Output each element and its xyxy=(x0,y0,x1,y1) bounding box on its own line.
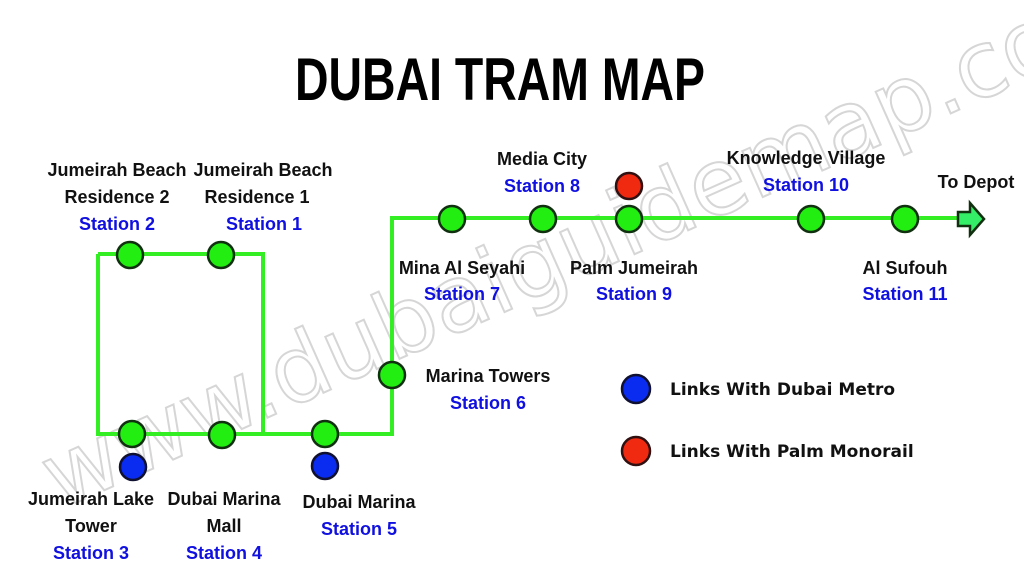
station-8-name: Media City xyxy=(497,149,587,169)
station-9-name: Palm Jumeirah xyxy=(570,258,698,278)
page-title: DUBAI TRAM MAP xyxy=(295,46,705,113)
station-6-name: Marina Towers xyxy=(426,366,551,386)
station-9-number: Station 9 xyxy=(596,284,672,304)
station-11-number: Station 11 xyxy=(862,284,947,304)
station-11-name: Al Sufouh xyxy=(863,258,948,278)
station-2-name: Jumeirah Beach xyxy=(47,160,186,180)
station-5-marker[interactable] xyxy=(310,419,340,449)
station-11-marker[interactable] xyxy=(890,204,920,234)
station-7-marker[interactable] xyxy=(437,204,467,234)
station-4-number: Station 4 xyxy=(186,543,262,563)
station-6-number: Station 6 xyxy=(450,393,526,413)
station-5-number: Station 5 xyxy=(321,519,397,539)
legend-metro-icon xyxy=(620,373,652,405)
depot-label: To Depot xyxy=(938,172,1015,192)
station-4-name: Dubai Marina xyxy=(167,489,281,509)
station-4-name: Mall xyxy=(206,516,241,536)
station-1-marker[interactable] xyxy=(206,240,236,270)
station-2-name: Residence 2 xyxy=(64,187,169,207)
depot-arrow-icon xyxy=(956,199,986,239)
legend-metro-label: Links With Dubai Metro xyxy=(670,380,895,400)
station-10-name: Knowledge Village xyxy=(727,148,886,168)
station-3-name: Jumeirah Lake xyxy=(28,489,154,509)
station-1-name: Jumeirah Beach xyxy=(193,160,332,180)
legend-monorail-icon xyxy=(620,435,652,467)
metro-link-station-3-icon xyxy=(118,452,148,482)
station-9-marker[interactable] xyxy=(614,204,644,234)
monorail-link-station-9-icon xyxy=(614,171,644,201)
station-1-number: Station 1 xyxy=(226,214,302,234)
station-1-name: Residence 1 xyxy=(204,187,309,207)
legend: Links With Dubai Metro Links With Palm M… xyxy=(620,373,914,467)
legend-monorail-label: Links With Palm Monorail xyxy=(670,442,914,462)
station-2-marker[interactable] xyxy=(115,240,145,270)
station-6-marker[interactable] xyxy=(377,360,407,390)
station-4-marker[interactable] xyxy=(207,420,237,450)
station-3-name: Tower xyxy=(65,516,117,536)
station-3-marker[interactable] xyxy=(117,419,147,449)
station-10-marker[interactable] xyxy=(796,204,826,234)
station-5-name: Dubai Marina xyxy=(302,492,416,512)
station-3-number: Station 3 xyxy=(53,543,129,563)
station-7-number: Station 7 xyxy=(424,284,500,304)
metro-link-station-5-icon xyxy=(310,451,340,481)
station-7-name: Mina Al Seyahi xyxy=(399,258,525,278)
tram-line xyxy=(96,216,962,436)
station-8-number: Station 8 xyxy=(504,176,580,196)
station-8-marker[interactable] xyxy=(528,204,558,234)
station-10-number: Station 10 xyxy=(763,175,849,195)
station-2-number: Station 2 xyxy=(79,214,155,234)
